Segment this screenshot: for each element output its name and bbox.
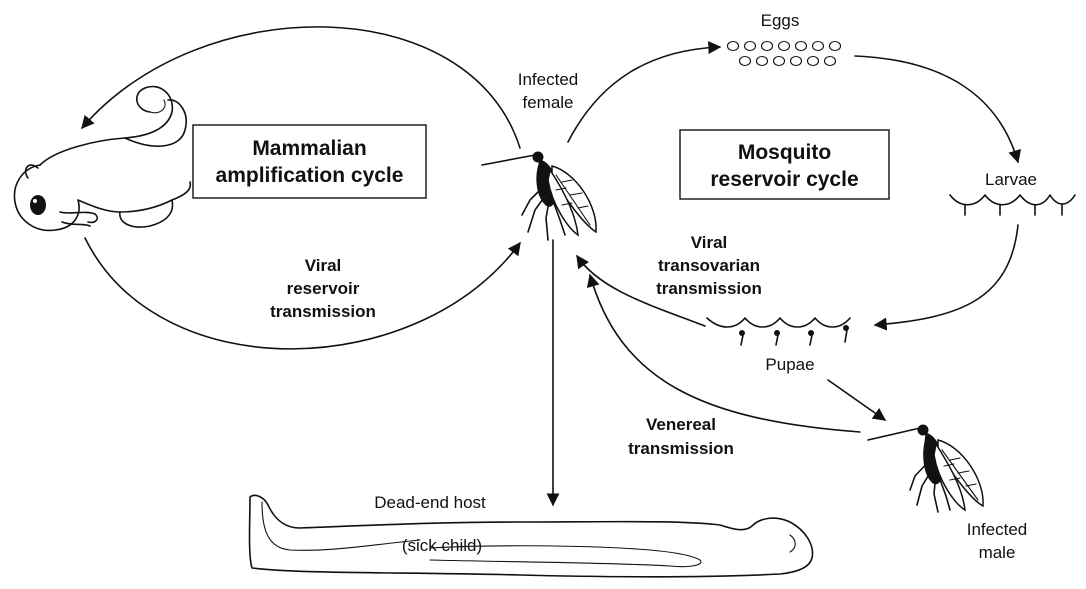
mammalian-box-title-line2: amplification cycle [216,164,404,187]
sick-child-label: (sick child) [402,536,482,555]
venereal-line1: Venereal [646,415,716,434]
arrow-larvae-to-pupae [875,225,1018,325]
mammalian-cycle-box: Mammalian amplification cycle [193,125,426,198]
viral-transovarian-line1: Viral [691,233,728,252]
venereal-label: Venereal transmission [628,415,734,458]
viral-transovarian-label: Viral transovarian transmission [656,233,762,298]
arrow-male-to-female [590,275,860,432]
larvae-label: Larvae [985,170,1037,189]
viral-transovarian-line3: transmission [656,279,762,298]
squirrel-icon [14,87,190,231]
viral-reservoir-line2: reservoir [287,279,360,298]
mosquito-box-title-line2: reservoir cycle [710,168,858,191]
infected-female-line2: female [522,93,573,112]
viral-transovarian-line2: transovarian [658,256,760,275]
infected-male-label: Infected male [967,520,1028,562]
infected-female-line1: Infected [518,70,579,89]
arrow-pupae-to-male [828,380,885,420]
pupae-icon [707,318,850,345]
infected-male-line1: Infected [967,520,1028,539]
viral-reservoir-label: Viral reservoir transmission [270,256,376,321]
infected-male-line2: male [979,543,1016,562]
larvae-icon [950,195,1075,215]
arrow-female-to-eggs [568,47,720,142]
pupae-label: Pupae [765,355,814,374]
eggs-cluster-icon [728,42,841,66]
eggs-label: Eggs [761,11,800,30]
dead-end-host-label: Dead-end host [374,493,486,512]
mosquito-box-title-line1: Mosquito [738,141,831,164]
mosquito-cycle-box: Mosquito reservoir cycle [680,130,889,199]
male-mosquito-icon [868,425,983,512]
venereal-line2: transmission [628,439,734,458]
infected-female-label: Infected female [518,70,579,112]
female-mosquito-icon [482,152,596,240]
mammalian-box-title-line1: Mammalian [252,137,366,160]
viral-reservoir-line3: transmission [270,302,376,321]
sick-child-icon [250,495,813,576]
viral-reservoir-line1: Viral [305,256,342,275]
